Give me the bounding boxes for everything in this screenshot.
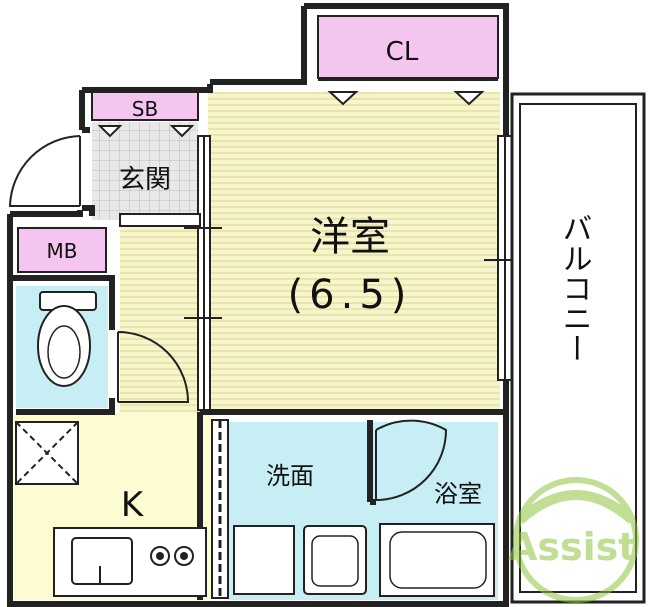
closet-box — [317, 15, 499, 79]
kitchen-counter — [53, 527, 207, 597]
wash-basin — [233, 525, 367, 595]
western-room-size: (6.5) — [288, 272, 413, 318]
meter-box-label: MB — [47, 239, 78, 263]
bathtub — [379, 523, 495, 597]
entrance-door — [8, 135, 81, 207]
closet-label: CL — [386, 37, 419, 67]
entrance-floor — [92, 122, 198, 220]
toilet-fixture — [37, 291, 97, 387]
meter-box — [17, 227, 107, 273]
shoe-box-label: SB — [132, 97, 158, 121]
western-room-hatch — [208, 92, 500, 412]
washroom-label: 洗面 — [266, 462, 314, 490]
bathroom-label: 浴室 — [434, 480, 482, 508]
toilet-door — [117, 331, 190, 403]
bathroom-door — [375, 419, 448, 501]
entrance-label: 玄関 — [119, 165, 171, 195]
kitchen-label: K — [121, 485, 145, 525]
western-room-label: 洋室 — [310, 214, 390, 260]
balcony-label: バルコニー — [557, 213, 592, 363]
watermark-logo: Assist — [508, 477, 639, 603]
watermark-text: Assist — [508, 525, 636, 569]
appliance-space — [15, 421, 79, 485]
